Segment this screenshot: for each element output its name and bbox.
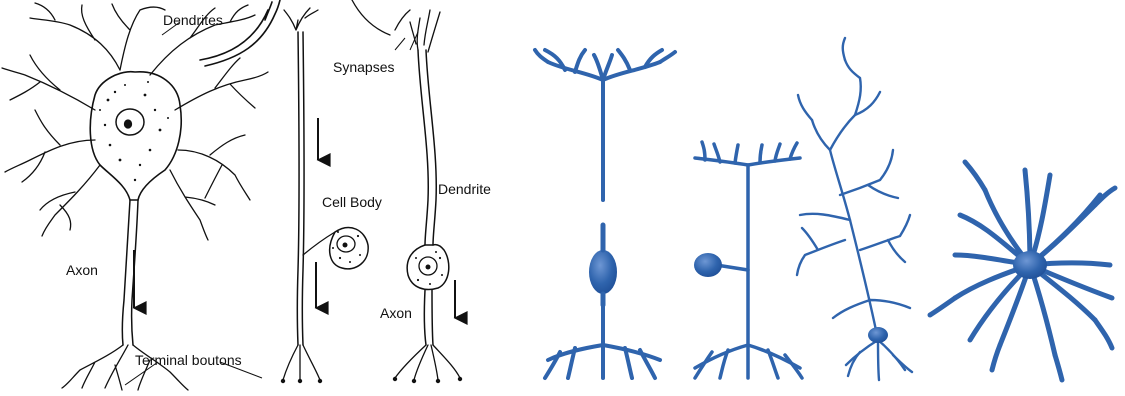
label-dendrite: Dendrite	[438, 181, 491, 197]
label-cell-body: Cell Body	[322, 194, 382, 210]
multipolar-neuron-drawing	[2, 0, 280, 390]
blue-unipolar-soma	[694, 253, 722, 277]
blue-bipolar-soma	[589, 250, 617, 294]
label-dendrites: Dendrites	[163, 12, 223, 28]
label-terminal-boutons: Terminal boutons	[135, 352, 242, 368]
unipolar-terminals	[281, 379, 322, 383]
label-synapses: Synapses	[333, 59, 394, 75]
blue-branching-neuron	[797, 38, 912, 380]
bipolar-terminals	[393, 377, 462, 383]
bipolar-nucleolus	[426, 265, 431, 270]
blue-bipolar-neuron	[535, 50, 675, 378]
blue-stellate-soma	[1013, 251, 1047, 279]
blue-neuron-types	[535, 38, 1115, 380]
soma-granules	[99, 81, 169, 181]
blue-branching-soma	[868, 327, 888, 343]
label-axon-right: Axon	[380, 305, 412, 321]
unipolar-nucleolus	[343, 243, 348, 248]
label-axon-left: Axon	[66, 262, 98, 278]
